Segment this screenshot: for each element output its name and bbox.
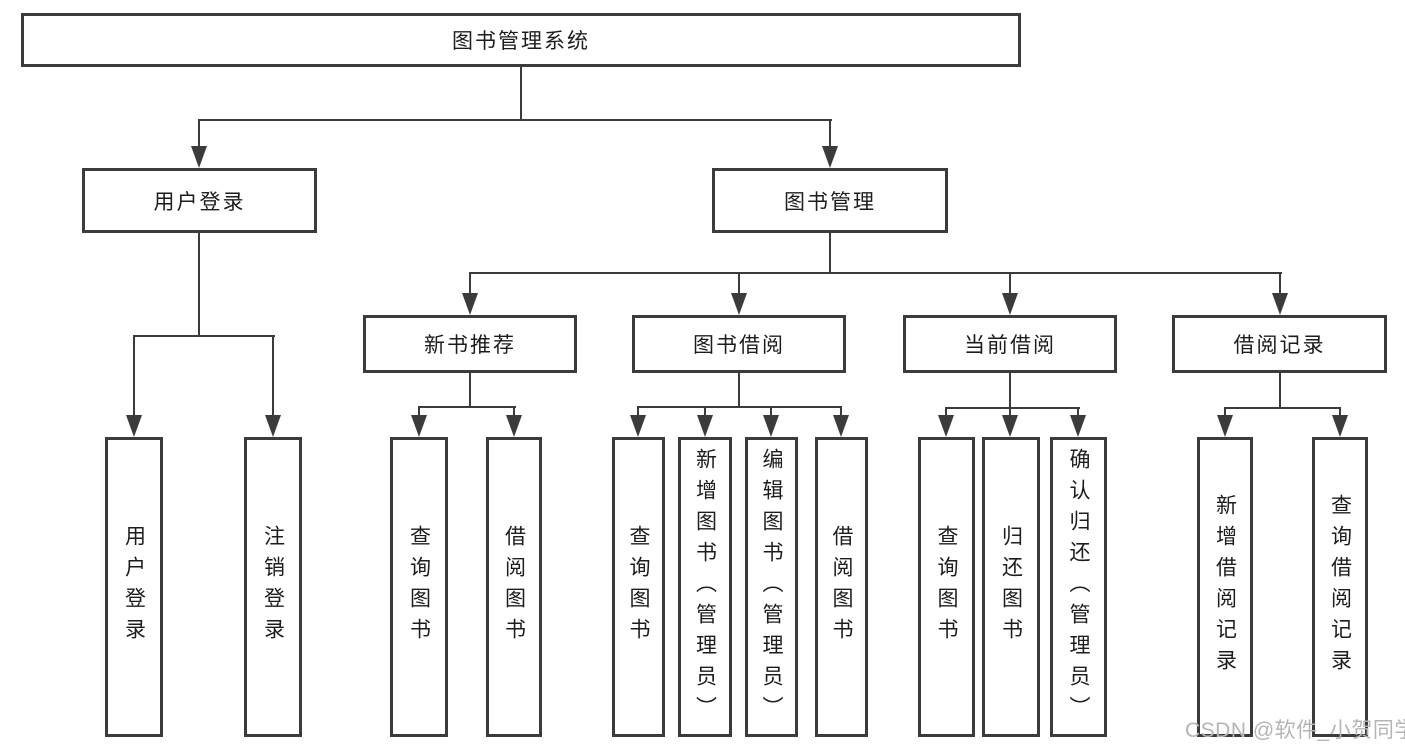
- connector-line: [1279, 373, 1281, 409]
- connector-line: [1077, 407, 1079, 420]
- node-label: 当前借阅: [964, 334, 1056, 357]
- arrow-down-icon: [731, 293, 747, 315]
- connector-line: [829, 233, 831, 274]
- leaf-user-login: 用户登录: [105, 437, 163, 737]
- connector-line: [770, 406, 772, 420]
- node-label: 归还图书: [999, 525, 1023, 649]
- leaf-return-books: 归还图书: [982, 437, 1040, 737]
- arrow-down-icon: [126, 415, 142, 437]
- leaf-borrow-books-recommend: 借阅图书: [486, 437, 542, 737]
- node-label: 查询图书: [627, 525, 650, 649]
- arrow-down-icon: [1217, 415, 1233, 437]
- connector-line: [133, 335, 135, 420]
- node-label: 图书借阅: [693, 334, 785, 357]
- connector-line: [198, 233, 200, 337]
- arrow-down-icon: [1002, 293, 1018, 315]
- node-book-management: 图书管理: [712, 168, 948, 233]
- connector-line: [1339, 407, 1341, 420]
- node-label: 用户登录: [153, 190, 246, 214]
- node-label: 查询借阅记录: [1328, 494, 1352, 680]
- arrow-down-icon: [1332, 415, 1348, 437]
- node-label: 新增图书（管理员）: [693, 447, 717, 727]
- arrow-down-icon: [697, 415, 713, 437]
- leaf-add-borrow-record: 新增借阅记录: [1197, 437, 1253, 737]
- connector-line: [469, 373, 471, 408]
- connector-line: [1224, 407, 1341, 409]
- node-label: 新增借阅记录: [1213, 494, 1237, 680]
- arrow-down-icon: [833, 415, 849, 437]
- connector-line: [469, 272, 1282, 274]
- connector-line: [513, 406, 515, 420]
- node-borrowing-records: 借阅记录: [1172, 315, 1387, 373]
- csdn-watermark: CSDN @软件_小贺同学: [1185, 719, 1405, 742]
- leaf-add-books-admin: 新增图书（管理员）: [678, 437, 732, 737]
- connector-line: [738, 373, 740, 408]
- connector-line: [1009, 407, 1011, 420]
- connector-line: [1009, 373, 1011, 409]
- leaf-query-books-current: 查询图书: [918, 437, 975, 737]
- connector-line: [945, 407, 947, 420]
- arrow-down-icon: [191, 146, 207, 168]
- connector-line: [469, 272, 471, 297]
- node-label: 查询图书: [935, 525, 958, 649]
- arrow-down-icon: [1272, 293, 1288, 315]
- arrow-down-icon: [822, 146, 838, 168]
- arrow-down-icon: [265, 415, 281, 437]
- connector-line: [133, 335, 275, 337]
- leaf-logout: 注销登录: [244, 437, 302, 737]
- node-book-borrowing: 图书借阅: [632, 315, 846, 373]
- leaf-query-borrow-record: 查询借阅记录: [1312, 437, 1368, 737]
- arrow-down-icon: [1070, 415, 1086, 437]
- connector-line: [1009, 272, 1011, 297]
- node-label: 图书管理: [784, 190, 876, 214]
- leaf-borrow-books: 借阅图书: [815, 437, 868, 737]
- node-label: 图书管理系统: [452, 30, 590, 53]
- arrow-down-icon: [411, 415, 427, 437]
- connector-line: [1279, 272, 1281, 297]
- leaf-edit-books-admin: 编辑图书（管理员）: [745, 437, 798, 737]
- connector-line: [945, 407, 1080, 409]
- connector-line: [738, 272, 740, 297]
- connector-line: [637, 406, 639, 420]
- leaf-query-books-recommend: 查询图书: [390, 437, 448, 737]
- connector-line: [418, 406, 516, 408]
- arrow-down-icon: [506, 415, 522, 437]
- node-label: 查询图书: [407, 525, 431, 649]
- connector-line: [272, 335, 274, 420]
- connector-line: [418, 406, 420, 420]
- arrow-down-icon: [462, 293, 478, 315]
- node-label: 借阅图书: [502, 525, 526, 649]
- leaf-confirm-return-admin: 确认归还（管理员）: [1050, 437, 1107, 737]
- connector-line: [1224, 407, 1226, 420]
- connector-line: [198, 119, 200, 151]
- connector-line: [198, 119, 832, 121]
- node-label: 确认归还（管理员）: [1067, 447, 1090, 727]
- leaf-query-books-borrowing: 查询图书: [612, 437, 665, 737]
- arrow-down-icon: [630, 415, 646, 437]
- node-user-login: 用户登录: [82, 168, 317, 233]
- node-label: 编辑图书（管理员）: [760, 447, 783, 727]
- node-label: 注销登录: [261, 525, 285, 649]
- node-current-borrowing: 当前借阅: [903, 315, 1117, 373]
- arrow-down-icon: [938, 415, 954, 437]
- node-new-book-recommend: 新书推荐: [363, 315, 577, 373]
- arrow-down-icon: [1002, 415, 1018, 437]
- node-label: 用户登录: [122, 525, 146, 649]
- connector-line: [840, 406, 842, 420]
- connector-line: [704, 406, 706, 420]
- connector-line: [520, 67, 522, 121]
- arrow-down-icon: [763, 415, 779, 437]
- node-library-management-system: 图书管理系统: [21, 13, 1021, 67]
- connector-line: [829, 119, 831, 151]
- node-label: 借阅记录: [1233, 334, 1326, 357]
- node-label: 新书推荐: [424, 334, 516, 357]
- node-label: 借阅图书: [830, 525, 853, 649]
- connector-line: [637, 406, 842, 408]
